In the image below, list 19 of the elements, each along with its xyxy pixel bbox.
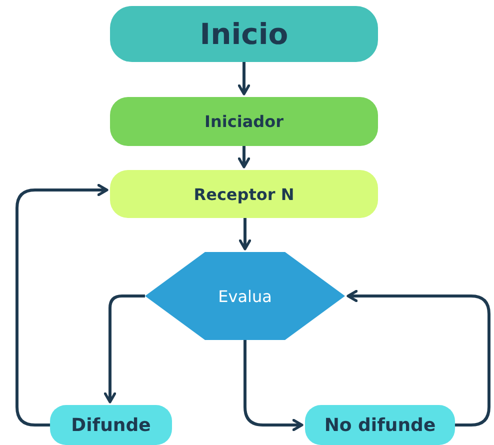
process-box xyxy=(50,405,172,445)
process-box xyxy=(110,170,378,218)
process-box xyxy=(110,97,378,146)
arrow xyxy=(238,146,250,168)
node-label: No difunde xyxy=(324,414,436,436)
node-label: Evalua xyxy=(218,286,272,306)
decision-hexagon xyxy=(145,252,345,340)
node-label: Iniciador xyxy=(204,112,284,131)
arrow xyxy=(238,62,250,96)
arrow xyxy=(16,184,108,426)
process-box xyxy=(305,405,455,445)
arrow xyxy=(104,294,145,404)
node-label: Receptor N xyxy=(194,184,294,204)
process-box xyxy=(110,6,378,62)
node-label: Difunde xyxy=(71,414,151,436)
arrow xyxy=(238,218,252,250)
node-label: Inicio xyxy=(200,17,288,51)
arrow xyxy=(346,290,490,426)
arrow xyxy=(244,340,304,432)
